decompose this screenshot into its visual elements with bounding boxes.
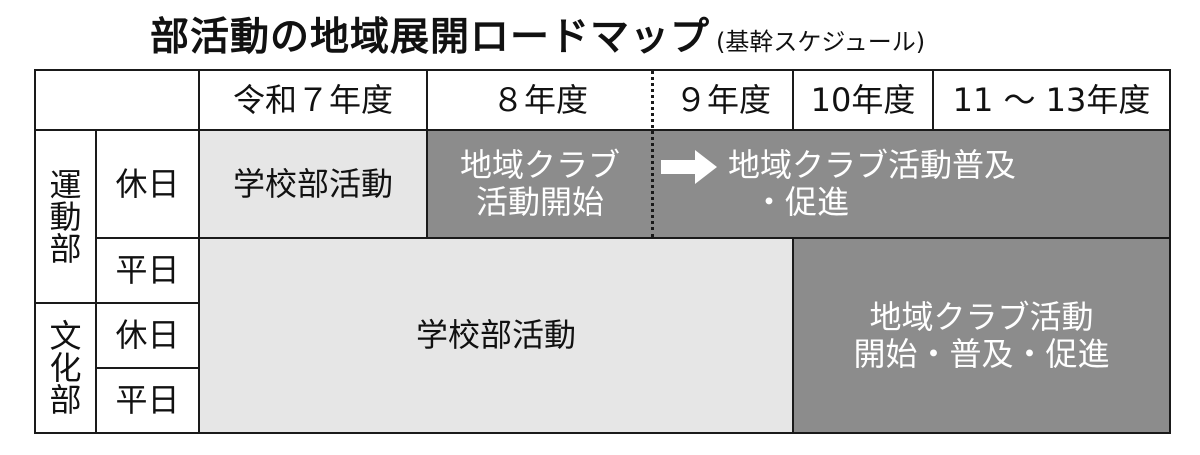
group-sports-char-2: 動 <box>49 197 82 236</box>
row-label-culture-weekday: 平日 <box>115 381 180 420</box>
border-right <box>1169 69 1171 434</box>
group-culture-char-3: 部 <box>49 381 82 419</box>
club-expand-line2: 開始・普及・促進 <box>853 334 1110 373</box>
border-sports-weekday-divider <box>96 302 199 304</box>
group-culture-char-2: 化 <box>49 349 82 387</box>
header-empty-cell <box>35 70 199 130</box>
border-group-col <box>95 130 97 434</box>
border-row1-bottom <box>96 237 1171 239</box>
border-bottom <box>35 432 1171 434</box>
club-promote-cell: 地域クラブ活動普及 ・促進 <box>653 130 1170 238</box>
border-left <box>34 69 36 434</box>
header-year-8: ８年度 <box>491 80 588 119</box>
club-expand-cell: 地域クラブ活動 開始・普及・促進 <box>793 238 1170 433</box>
club-promote-line2: ・促進 <box>753 183 850 221</box>
border-y8-right-dotted <box>651 70 654 238</box>
group-sports-char-3: 部 <box>49 229 82 268</box>
header-year-11-13: 11 〜 13年度 <box>952 80 1151 119</box>
club-start-cell: 地域クラブ 活動開始 <box>427 130 653 238</box>
border-top <box>35 69 1171 71</box>
row-label-sports-holiday: 休日 <box>115 164 180 203</box>
border-y10-right-header <box>932 69 934 131</box>
group-label-sports: 運 動 部 <box>35 130 96 303</box>
club-promote-line1: 地域クラブ活動普及 <box>728 146 1017 185</box>
school-club-year7-cell: 学校部活動 <box>199 130 427 238</box>
header-year-10: 10年度 <box>810 80 916 119</box>
club-expand-line1: 地域クラブ活動 <box>869 297 1094 336</box>
title-main: 部活動の地域展開ロードマップ <box>150 14 711 60</box>
diagram-title: 部活動の地域展開ロードマップ(基幹スケジュール) <box>150 6 925 62</box>
border-label-col <box>198 69 200 434</box>
header-year-7: 令和７年度 <box>232 80 393 119</box>
border-row3-divider <box>96 367 199 369</box>
title-sub: (基幹スケジュール) <box>716 28 926 56</box>
school-club-main-cell: 学校部活動 <box>199 238 793 433</box>
row-label-sports-weekday: 平日 <box>115 251 180 290</box>
club-start-line2: 活動開始 <box>475 183 604 221</box>
border-y9-right-lower <box>792 238 794 434</box>
group-label-culture: 文 化 部 <box>35 303 96 433</box>
header-year-9: ９年度 <box>674 80 771 119</box>
group-culture-char-1: 文 <box>49 317 82 355</box>
right-arrow-icon <box>661 150 717 184</box>
group-sports-char-1: 運 <box>49 165 82 204</box>
border-y9-right-header <box>792 69 794 131</box>
club-start-line1: 地域クラブ <box>459 146 620 185</box>
border-header-bottom <box>35 129 1171 131</box>
border-y7-right <box>426 69 428 239</box>
row-label-culture-holiday: 休日 <box>115 316 180 355</box>
